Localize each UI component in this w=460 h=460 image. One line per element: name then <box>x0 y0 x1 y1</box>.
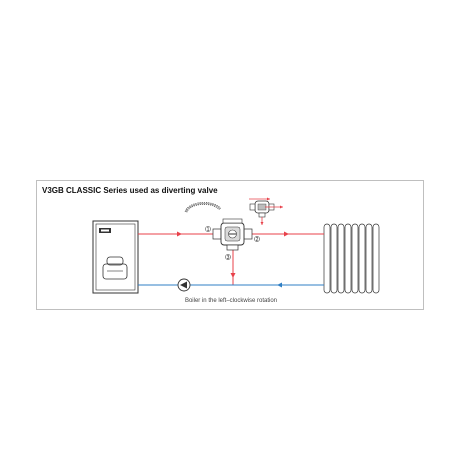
svg-text:3: 3 <box>227 255 230 261</box>
supply-pipe-right <box>252 231 322 237</box>
boiler-icon <box>92 220 139 294</box>
return-pipe <box>138 282 322 288</box>
rotation-arc-icon <box>184 202 221 213</box>
port-label-2: 2 <box>254 236 260 243</box>
diagram-caption: Boiler in the left–clockwise rotation <box>184 298 278 304</box>
radiator-icon <box>322 223 382 294</box>
piping-scheme: 1 2 3 <box>92 197 382 294</box>
diverting-valve-icon <box>212 218 253 251</box>
pump-icon <box>177 278 191 292</box>
diagram-panel: V3GB CLASSIC Series used as diverting va… <box>36 180 424 310</box>
svg-text:2: 2 <box>256 237 259 243</box>
bypass-pipe <box>230 249 236 285</box>
port-label-3: 3 <box>225 254 231 261</box>
valve-detail-icon <box>249 197 283 225</box>
diagram-title: V3GB CLASSIC Series used as diverting va… <box>42 186 218 195</box>
supply-pipe-left <box>138 231 213 237</box>
port-label-1: 1 <box>205 226 211 233</box>
svg-text:1: 1 <box>207 227 210 233</box>
